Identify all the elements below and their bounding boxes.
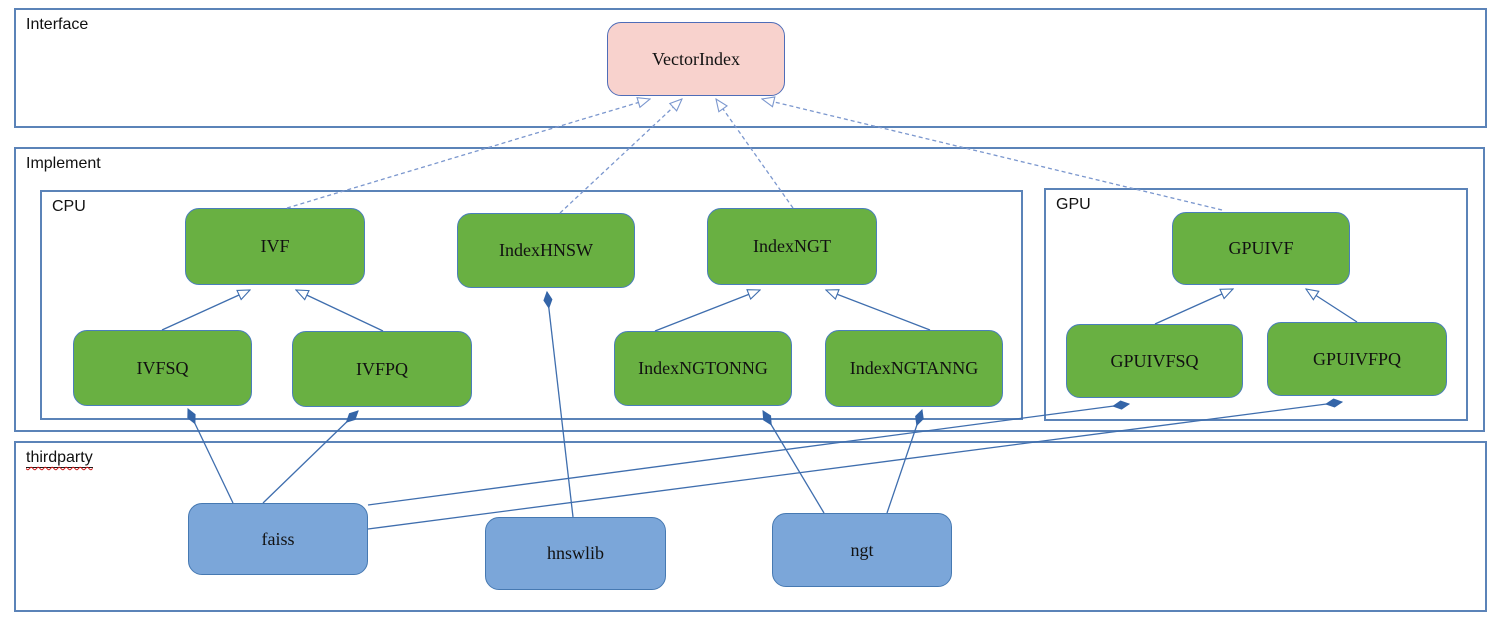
- node-indexhnsw-label: IndexHNSW: [499, 240, 593, 260]
- node-vectorindex[interactable]: VectorIndex: [607, 22, 785, 96]
- node-gpuivfpq[interactable]: GPUIVFPQ: [1267, 322, 1447, 396]
- node-indexngt[interactable]: IndexNGT: [707, 208, 877, 285]
- node-ivf-label: IVF: [260, 236, 290, 256]
- node-indexhnsw[interactable]: IndexHNSW: [457, 213, 635, 288]
- node-ngt-label: ngt: [850, 539, 874, 560]
- node-indexngt-label: IndexNGT: [753, 236, 831, 256]
- node-vectorindex-label: VectorIndex: [652, 48, 740, 69]
- node-indexngtonng-label: IndexNGTONNG: [638, 358, 768, 378]
- node-ivfsq-label: IVFSQ: [136, 357, 189, 378]
- node-faiss-label: faiss: [261, 528, 295, 549]
- node-hnswlib-label: hnswlib: [546, 543, 604, 563]
- node-gpuivfpq-label: GPUIVFPQ: [1312, 348, 1402, 369]
- container-gpu-label: GPU: [1056, 196, 1091, 213]
- node-indexngtanng[interactable]: IndexNGTANNG: [825, 330, 1003, 407]
- node-gpuivf[interactable]: GPUIVF: [1172, 212, 1350, 285]
- node-ivfpq[interactable]: IVFPQ: [292, 331, 472, 407]
- node-ivf[interactable]: IVF: [185, 208, 365, 285]
- node-ivfsq[interactable]: IVFSQ: [73, 330, 252, 406]
- thirdparty-misspelling-squiggle: thirdparty: [26, 449, 93, 466]
- container-implement-label: Implement: [26, 155, 101, 172]
- node-indexngtanng-label: IndexNGTANNG: [849, 358, 979, 378]
- node-faiss[interactable]: faiss: [188, 503, 368, 575]
- node-ngt[interactable]: ngt: [772, 513, 952, 587]
- node-gpuivfsq-label: GPUIVFSQ: [1110, 350, 1199, 371]
- container-interface-label: Interface: [26, 16, 89, 33]
- container-thirdparty-label: thirdparty: [26, 449, 93, 468]
- node-ivfpq-label: IVFPQ: [355, 358, 408, 379]
- node-gpuivfsq[interactable]: GPUIVFSQ: [1066, 324, 1243, 398]
- node-indexngtonng[interactable]: IndexNGTONNG: [614, 331, 792, 406]
- node-hnswlib[interactable]: hnswlib: [485, 517, 666, 590]
- node-gpuivf-label: GPUIVF: [1228, 238, 1294, 258]
- container-cpu-label: CPU: [52, 198, 86, 215]
